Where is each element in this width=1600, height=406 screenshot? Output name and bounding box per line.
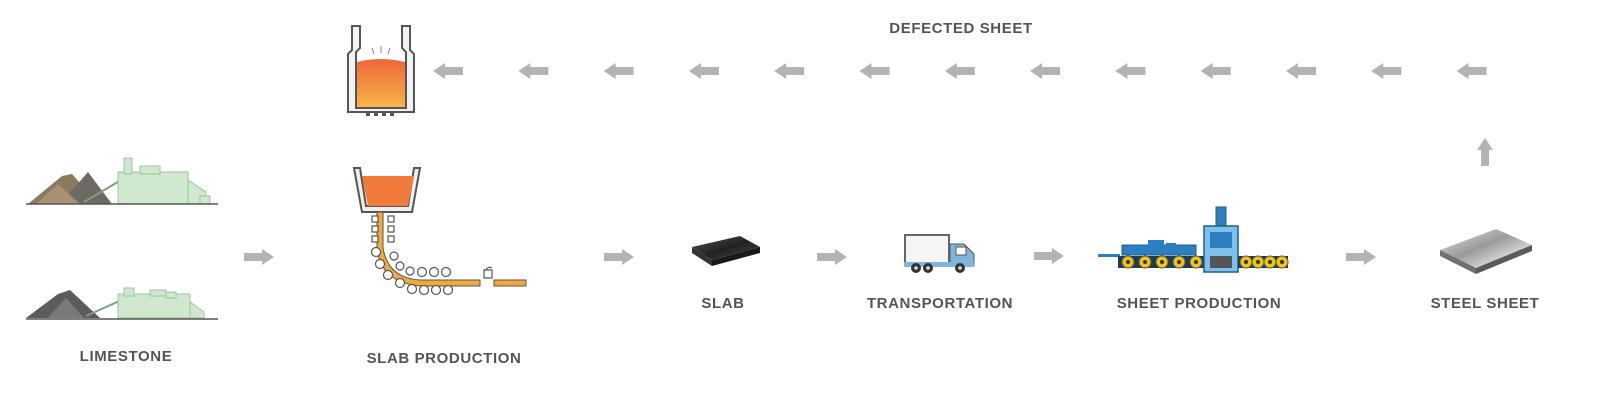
limestone-plant-icon <box>26 157 218 320</box>
continuous-caster-icon <box>352 167 527 296</box>
label-sheet-production: SHEET PRODUCTION <box>1116 295 1282 312</box>
arrow-icon <box>1030 63 1061 79</box>
arrow-icon <box>1477 138 1493 166</box>
steel-sheet-icon <box>1440 229 1532 274</box>
arrow-icon <box>1456 63 1487 79</box>
arrow-icon <box>1286 63 1316 79</box>
arrow-icon <box>688 63 719 79</box>
arrow-icon <box>603 63 634 79</box>
label-slab: SLAB <box>701 295 745 312</box>
truck-icon <box>904 234 975 273</box>
label-slab-production: SLAB PRODUCTION <box>366 350 522 367</box>
arrow-icon <box>1200 63 1231 79</box>
arrow-icon <box>774 63 805 79</box>
arrow-icon <box>244 249 274 265</box>
arrow-icon <box>859 63 890 79</box>
arrow-icon <box>1346 249 1376 265</box>
arrow-icon <box>1034 248 1064 264</box>
rolling-mill-icon <box>1098 206 1289 273</box>
arrow-icon <box>817 249 847 265</box>
arrow-icon-row <box>433 63 1487 79</box>
arrow-icon <box>1115 63 1146 79</box>
arrow-icon <box>1371 63 1402 79</box>
label-steel-sheet: STEEL SHEET <box>1430 295 1540 312</box>
arrow-icon <box>604 249 634 265</box>
arrow-icon-group <box>244 63 1493 265</box>
label-limestone: LIMESTONE <box>79 348 173 365</box>
arrow-icon <box>944 63 975 79</box>
limestone-plant-bottom <box>26 287 218 320</box>
arrow-icon <box>518 63 549 79</box>
arrow-icon <box>433 63 463 79</box>
label-transportation: TRANSPORTATION <box>866 295 1014 312</box>
ladle-icon <box>347 25 415 116</box>
slab-icon <box>692 236 760 266</box>
label-defected-sheet: DEFECTED SHEET <box>889 20 1033 37</box>
limestone-plant-top <box>26 157 218 205</box>
